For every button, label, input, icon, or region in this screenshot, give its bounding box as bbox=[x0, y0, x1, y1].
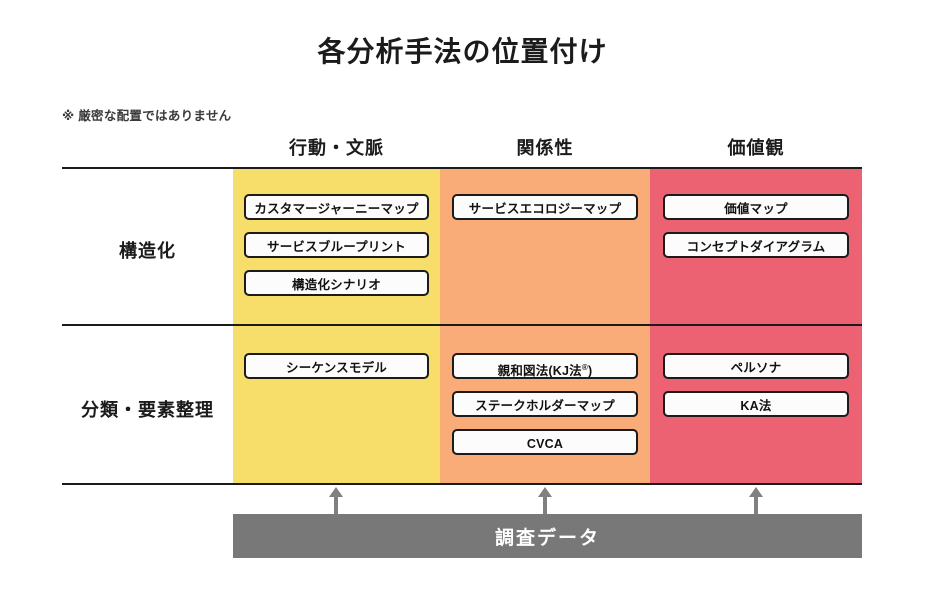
column-header-relation: 関係性 bbox=[516, 138, 574, 158]
arrow-head bbox=[329, 487, 343, 497]
arrow-shaft bbox=[754, 495, 758, 514]
method-box-classification-relation-0[interactable]: 親和図法(KJ法®) bbox=[452, 353, 638, 379]
arrow-up-icon-behavior bbox=[329, 487, 343, 514]
row-label-structuring: 構造化 bbox=[119, 241, 176, 261]
method-box-classification-value-1[interactable]: KA法 bbox=[663, 391, 849, 417]
page-title: 各分析手法の位置付け bbox=[317, 36, 608, 67]
foundation-data-label: 調査データ bbox=[494, 527, 600, 549]
divider-top bbox=[62, 167, 862, 169]
arrow-shaft bbox=[543, 495, 547, 514]
method-box-structuring-relation-0[interactable]: サービスエコロジーマップ bbox=[452, 194, 638, 220]
row-label-classification: 分類・要素整理 bbox=[81, 400, 214, 420]
arrow-up-icon-relation bbox=[538, 487, 552, 514]
method-box-structuring-behavior-1[interactable]: サービスブループリント bbox=[244, 232, 429, 258]
arrow-up-icon-value bbox=[749, 487, 763, 514]
method-box-classification-relation-1[interactable]: ステークホルダーマップ bbox=[452, 391, 638, 417]
method-box-classification-value-0[interactable]: ペルソナ bbox=[663, 353, 849, 379]
method-box-structuring-behavior-2[interactable]: 構造化シナリオ bbox=[244, 270, 429, 296]
band-classification-behavior bbox=[233, 326, 440, 483]
arrow-head bbox=[538, 487, 552, 497]
column-header-value: 価値観 bbox=[727, 138, 785, 158]
method-box-classification-relation-2[interactable]: CVCA bbox=[452, 429, 638, 455]
method-box-structuring-behavior-0[interactable]: カスタマージャーニーマップ bbox=[244, 194, 429, 220]
method-box-classification-behavior-0[interactable]: シーケンスモデル bbox=[244, 353, 429, 379]
band-structuring-relation bbox=[440, 169, 650, 324]
column-header-behavior: 行動・文脈 bbox=[289, 138, 384, 158]
disclaimer-note: ※ 厳密な配置ではありません bbox=[62, 109, 232, 123]
foundation-data-bar: 調査データ bbox=[233, 514, 862, 558]
method-box-structuring-value-0[interactable]: 価値マップ bbox=[663, 194, 849, 220]
method-box-structuring-value-1[interactable]: コンセプトダイアグラム bbox=[663, 232, 849, 258]
arrow-head bbox=[749, 487, 763, 497]
divider-middle bbox=[62, 324, 862, 326]
divider-bottom bbox=[62, 483, 862, 485]
arrow-shaft bbox=[334, 495, 338, 514]
